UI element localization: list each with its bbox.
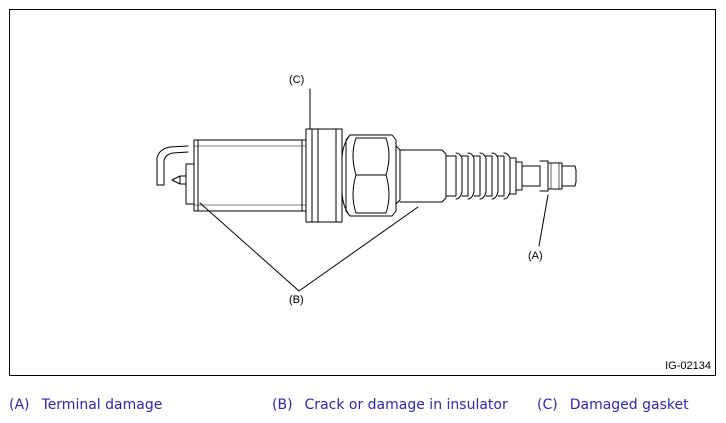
legend-key: (C) [537,397,558,413]
center-electrode [171,175,187,185]
callout-label-b: (B) [289,294,304,306]
legend-item-a: (A) Terminal damage [9,397,162,413]
leader-line-a [538,194,549,247]
figure-frame: (C) (A) (B) IG-02134 [9,9,716,376]
legend-item-b: (B) Crack or damage in insulator [272,397,508,413]
hex-nut [341,134,401,217]
insulator-body [399,149,447,203]
legend-text: Damaged gasket [569,397,689,413]
legend-text: Crack or damage in insulator [304,397,508,413]
insulator-tip [185,163,195,205]
ground-electrode [156,145,189,186]
legend-item-c: (C) Damaged gasket [537,397,689,413]
legend-key: (A) [9,397,30,413]
terminal [521,160,577,192]
leader-lines [199,88,549,292]
callout-label-a: (A) [528,250,543,262]
gasket [305,128,343,223]
leader-line-b-left [199,202,300,292]
spark-plug-diagram [156,88,577,292]
callout-label-c: (C) [289,74,305,86]
legend-key: (B) [272,397,293,413]
legend: (A) Terminal damage (B) Crack or damage in… [0,397,726,415]
metal-shell [193,139,307,212]
insulator-ribs [445,152,523,200]
leader-line-b-right [298,206,419,292]
figure-id: IG-02134 [665,360,711,372]
legend-text: Terminal damage [41,397,163,413]
